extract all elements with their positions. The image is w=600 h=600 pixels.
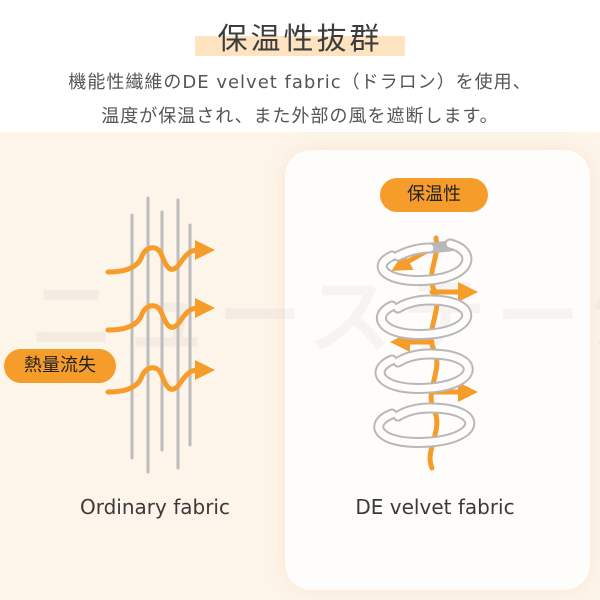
subtitle: 機能性繊維のDE velvet fabric（ドラロン）を使用、 温度が保温され… — [0, 66, 600, 134]
velvet-fabric-caption: DE velvet fabric — [355, 495, 515, 519]
subtitle-line-1: 機能性繊維のDE velvet fabric（ドラロン）を使用、 — [68, 72, 532, 93]
ordinary-fabric-caption: Ordinary fabric — [80, 495, 230, 519]
heat-flow-arrow-icon — [105, 298, 215, 333]
watermark: ニューステージ — [30, 268, 600, 366]
fiber-lines-icon — [130, 196, 192, 474]
heat-flow-arrow-icon — [105, 360, 215, 395]
heat-flow-arrow-icon — [105, 240, 215, 275]
title-highlight — [195, 36, 405, 56]
page-title: 保温性抜群 — [217, 22, 383, 57]
subtitle-line-2: 温度が保温され、また外部の風を遮断します。 — [101, 106, 499, 127]
heat-loss-badge: 熱量流失 — [4, 349, 116, 383]
heat-retention-badge: 保温性 — [380, 178, 488, 212]
spiral-coil-icon — [373, 238, 476, 448]
header: 保温性抜群 機能性繊維のDE velvet fabric（ドラロン）を使用、 温… — [0, 0, 600, 130]
